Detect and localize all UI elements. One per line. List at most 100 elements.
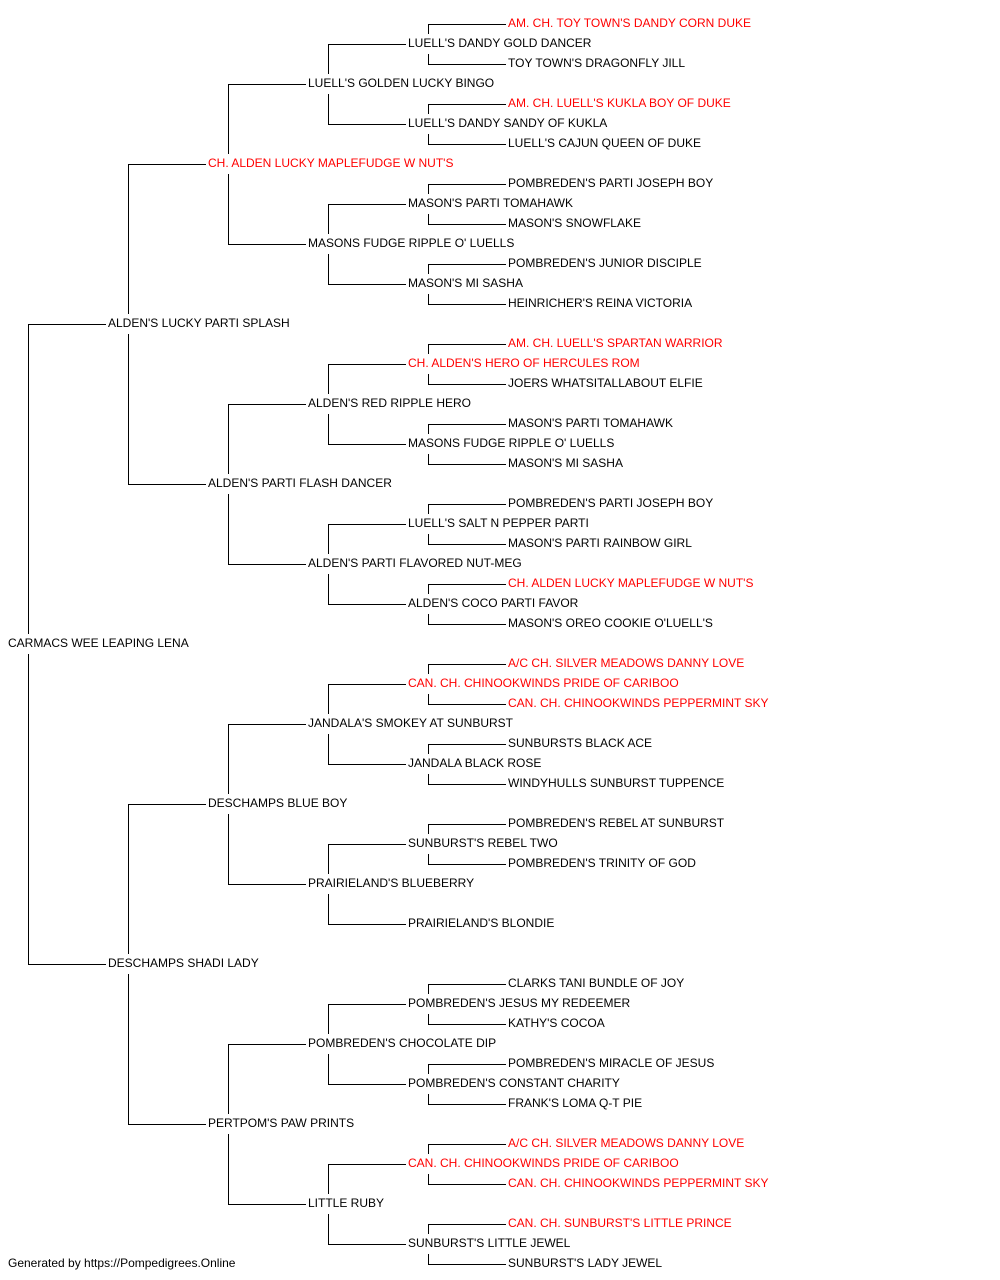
pedigree-name-root-dam-sire-dam: PRAIRIELAND'S BLUEBERRY (308, 876, 474, 890)
connector-root-sire-dam-dam-dam (328, 574, 406, 605)
connector-root-sire-sire-dam (228, 174, 306, 245)
pedigree-name-root-sire-dam-dam-sire: LUELL'S SALT N PEPPER PARTI (408, 516, 589, 530)
pedigree-name-root-dam-dam-dam: LITTLE RUBY (308, 1196, 384, 1210)
connector-root-sire-dam-dam-sire (328, 524, 406, 554)
connector-root-dam-sire-sire-dam-sire (428, 744, 506, 754)
connector-root-dam-dam-dam-dam-dam (428, 1254, 506, 1265)
pedigree-name-root-dam-sire-dam-sire: SUNBURST'S REBEL TWO (408, 836, 558, 850)
pedigree-name-root-sire-dam-dam-dam: ALDEN'S COCO PARTI FAVOR (408, 596, 579, 610)
connector-root-dam-dam-sire-sire-sire (428, 984, 506, 994)
pedigree-name-root-dam-sire-sire-sire: CAN. CH. CHINOOKWINDS PRIDE OF CARIBOO (408, 676, 679, 690)
pedigree-name-root-dam-sire-sire-sire-sire: A/C CH. SILVER MEADOWS DANNY LOVE (508, 656, 744, 670)
connector-root-sire-dam-sire-dam-sire (428, 424, 506, 434)
generated-by-footer: Generated by https://Pompedigrees.Online (8, 1256, 236, 1270)
connector-root-dam-dam-dam-dam (328, 1214, 406, 1245)
pedigree-name-root-dam-dam: PERTPOM'S PAW PRINTS (208, 1116, 354, 1130)
pedigree-name-root-dam-dam-sire-dam: POMBREDEN'S CONSTANT CHARITY (408, 1076, 620, 1090)
connector-root-sire-sire-dam-sire-dam (428, 214, 506, 225)
pedigree-name-root-sire-sire-dam: MASONS FUDGE RIPPLE O' LUELLS (308, 236, 514, 250)
connector-root-dam-dam-sire-dam-dam (428, 1094, 506, 1105)
pedigree-name-root-dam-sire-sire-dam-dam: WINDYHULLS SUNBURST TUPPENCE (508, 776, 724, 790)
pedigree-name-root-dam-dam-sire: POMBREDEN'S CHOCOLATE DIP (308, 1036, 496, 1050)
pedigree-name-root-dam-sire-sire-sire-dam: CAN. CH. CHINOOKWINDS PEPPERMINT SKY (508, 696, 768, 710)
connector-root-dam-dam-dam-sire-sire (428, 1144, 506, 1154)
pedigree-name-root: CARMACS WEE LEAPING LENA (8, 636, 189, 650)
connector-root-sire-dam-dam-sire-dam (428, 534, 506, 545)
pedigree-name-root-sire-sire-sire-dam: LUELL'S DANDY SANDY OF KUKLA (408, 116, 607, 130)
connector-root-dam-sire-dam-sire-dam (428, 854, 506, 865)
connector-root-dam-sire-sire-dam-dam (428, 774, 506, 785)
connector-root-dam-dam (128, 974, 206, 1125)
connector-root-dam-dam-sire-dam (328, 1054, 406, 1085)
connector-root-sire-dam-sire-dam-dam (428, 454, 506, 465)
connector-root-dam-sire-dam-sire (328, 844, 406, 874)
connector-root-dam-sire-sire-sire-dam (428, 694, 506, 705)
pedigree-name-root-sire-dam-sire-dam: MASONS FUDGE RIPPLE O' LUELLS (408, 436, 614, 450)
pedigree-name-root-sire-dam-dam: ALDEN'S PARTI FLAVORED NUT-MEG (308, 556, 522, 570)
pedigree-name-root-sire-dam-sire-sire-dam: JOERS WHATSITALLABOUT ELFIE (508, 376, 703, 390)
connector-root-dam-dam-sire (228, 1044, 306, 1114)
connector-root-sire-sire-sire (228, 84, 306, 154)
connector-root-sire-sire-dam-dam (328, 254, 406, 285)
pedigree-name-root-dam-sire: DESCHAMPS BLUE BOY (208, 796, 347, 810)
connector-root-sire-dam-dam (228, 494, 306, 565)
connector-root-sire-dam-sire-sire (328, 364, 406, 394)
pedigree-name-root-sire-dam-sire-dam-dam: MASON'S MI SASHA (508, 456, 623, 470)
pedigree-name-root-sire-sire-sire: LUELL'S GOLDEN LUCKY BINGO (308, 76, 494, 90)
pedigree-name-root-dam-dam-dam-sire: CAN. CH. CHINOOKWINDS PRIDE OF CARIBOO (408, 1156, 679, 1170)
pedigree-name-root-sire-sire-dam-sire-sire: POMBREDEN'S PARTI JOSEPH BOY (508, 176, 713, 190)
pedigree-name-root-dam-dam-dam-dam-dam: SUNBURST'S LADY JEWEL (508, 1256, 662, 1270)
connector-root-dam-dam-dam (228, 1134, 306, 1205)
pedigree-name-root-sire-sire-sire-sire: LUELL'S DANDY GOLD DANCER (408, 36, 592, 50)
connector-root-dam-dam-dam-sire-dam (428, 1174, 506, 1185)
pedigree-name-root-dam-sire-dam-sire-sire: POMBREDEN'S REBEL AT SUNBURST (508, 816, 725, 830)
pedigree-name-root-dam-dam-sire-sire: POMBREDEN'S JESUS MY REDEEMER (408, 996, 630, 1010)
pedigree-name-root-dam-dam-sire-sire-dam: KATHY'S COCOA (508, 1016, 605, 1030)
connector-root-sire-dam-sire (228, 404, 306, 474)
pedigree-name-root-sire-dam-dam-sire-sire: POMBREDEN'S PARTI JOSEPH BOY (508, 496, 713, 510)
pedigree-name-root-dam-sire-dam-dam: PRAIRIELAND'S BLONDIE (408, 916, 554, 930)
connector-root-sire-sire-dam-sire (328, 204, 406, 234)
connector-root-dam-sire-dam-dam (328, 894, 406, 925)
pedigree-name-root-sire-dam-dam-sire-dam: MASON'S PARTI RAINBOW GIRL (508, 536, 692, 550)
pedigree-name-root-sire-sire-sire-sire-dam: TOY TOWN'S DRAGONFLY JILL (508, 56, 685, 70)
connector-root-dam-sire-sire-sire-sire (428, 664, 506, 674)
connector-root-dam-sire-sire (228, 724, 306, 794)
pedigree-name-root-sire-dam-dam-dam-dam: MASON'S OREO COOKIE O'LUELL'S (508, 616, 713, 630)
pedigree-name-root-dam-dam-dam-dam-sire: CAN. CH. SUNBURST'S LITTLE PRINCE (508, 1216, 732, 1230)
pedigree-name-root-dam-dam-sire-dam-sire: POMBREDEN'S MIRACLE OF JESUS (508, 1056, 714, 1070)
connector-root-sire-dam-dam-dam-sire (428, 584, 506, 594)
pedigree-name-root-sire-sire-dam-sire-dam: MASON'S SNOWFLAKE (508, 216, 641, 230)
connector-root-dam-dam-dam-dam-sire (428, 1224, 506, 1234)
pedigree-name-root-dam-sire-dam-sire-dam: POMBREDEN'S TRINITY OF GOD (508, 856, 696, 870)
connector-root-sire-sire-sire-sire-dam (428, 54, 506, 65)
connector-root-sire-sire-dam-dam-sire (428, 264, 506, 274)
pedigree-name-root-dam-sire-sire-dam: JANDALA BLACK ROSE (408, 756, 541, 770)
pedigree-name-root-dam-dam-dam-dam: SUNBURST'S LITTLE JEWEL (408, 1236, 571, 1250)
connector-root-dam-sire-dam (228, 814, 306, 885)
connector-root-dam-dam-sire-dam-sire (428, 1064, 506, 1074)
connector-root-sire-dam-dam-sire-sire (428, 504, 506, 514)
pedigree-name-root-dam-dam-sire-sire-sire: CLARKS TANI BUNDLE OF JOY (508, 976, 684, 990)
connector-root-sire-dam-sire-sire-dam (428, 374, 506, 385)
pedigree-name-root-sire-sire-sire-sire-sire: AM. CH. TOY TOWN'S DANDY CORN DUKE (508, 16, 751, 30)
pedigree-name-root-sire-dam-sire-dam-sire: MASON'S PARTI TOMAHAWK (508, 416, 673, 430)
pedigree-name-root-dam-dam-sire-dam-dam: FRANK'S LOMA Q-T PIE (508, 1096, 642, 1110)
connector-root-sire-dam (128, 334, 206, 485)
pedigree-name-root-sire-sire-dam-dam-sire: POMBREDEN'S JUNIOR DISCIPLE (508, 256, 702, 270)
connector-root-sire-dam-sire-sire-sire (428, 344, 506, 354)
connector-root-sire-sire-sire-dam-sire (428, 104, 506, 114)
connector-root-sire-dam-sire-dam (328, 414, 406, 445)
connector-root-dam-sire-sire-sire (328, 684, 406, 714)
connector-root-sire-sire (128, 164, 206, 314)
pedigree-name-root-sire-sire: CH. ALDEN LUCKY MAPLEFUDGE W NUT'S (208, 156, 453, 170)
pedigree-name-root-sire-sire-dam-dam: MASON'S MI SASHA (408, 276, 523, 290)
pedigree-name-root-sire-sire-sire-dam-dam: LUELL'S CAJUN QUEEN OF DUKE (508, 136, 701, 150)
connector-root-dam-sire-sire-dam (328, 734, 406, 765)
connector-root-dam-dam-dam-sire (328, 1164, 406, 1194)
pedigree-name-root-dam: DESCHAMPS SHADI LADY (108, 956, 259, 970)
connector-root-dam-sire (128, 804, 206, 954)
connector-root-sire-sire-dam-sire-sire (428, 184, 506, 194)
pedigree-name-root-sire-dam-sire-sire-sire: AM. CH. LUELL'S SPARTAN WARRIOR (508, 336, 723, 350)
pedigree-name-root-sire-sire-sire-dam-sire: AM. CH. LUELL'S KUKLA BOY OF DUKE (508, 96, 731, 110)
